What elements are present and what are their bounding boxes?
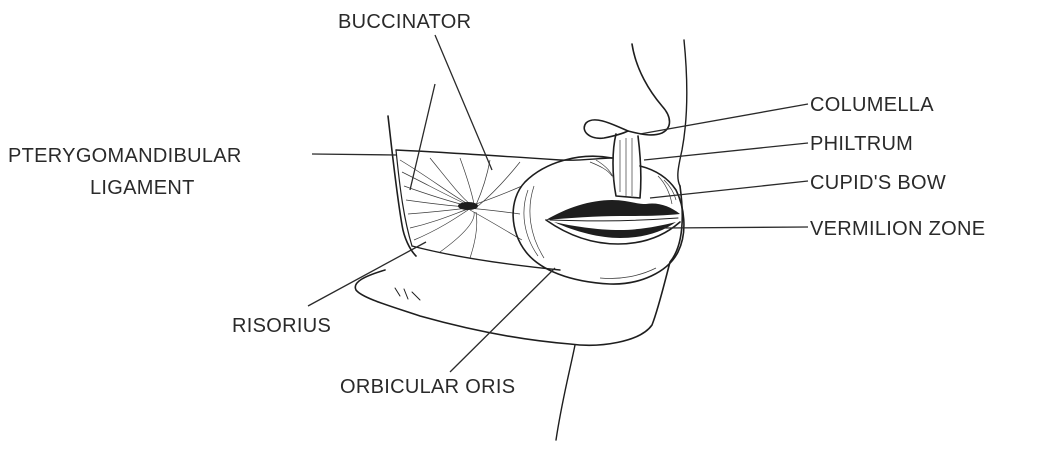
- label-ligament: LIGAMENT: [90, 177, 195, 199]
- lips: [546, 200, 680, 244]
- nose-outline: [628, 44, 670, 135]
- leader-columella: [640, 104, 808, 134]
- leader-orbicular-oris: [450, 268, 555, 372]
- label-columella: COLUMELLA: [810, 94, 934, 116]
- jaw-marks: [395, 288, 420, 300]
- orbicularis-oris: [513, 156, 684, 284]
- label-orbicular-oris: ORBICULAR ORIS: [340, 376, 515, 398]
- pterygomandibular-ligament-outline: [388, 116, 416, 256]
- label-philtrum: PHILTRUM: [810, 133, 913, 155]
- modiolus: [458, 202, 478, 210]
- label-risorius: RISORIUS: [232, 315, 331, 337]
- cheek-contour: [678, 40, 687, 186]
- leader-buccinator-1: [435, 35, 492, 170]
- upper-lip: [546, 200, 680, 220]
- label-buccinator: BUCCINATOR: [338, 11, 471, 33]
- leader-lines: [308, 35, 808, 372]
- labels: BUCCINATOR PTERYGOMANDIBULAR LIGAMENT RI…: [8, 11, 985, 398]
- leader-pterygomandibular: [312, 154, 396, 155]
- columella-structure: [613, 134, 641, 198]
- leader-risorius: [308, 242, 426, 306]
- label-pterygomandibular: PTERYGOMANDIBULAR: [8, 145, 242, 167]
- orbicularis-outer-ring: [513, 156, 684, 284]
- nostril-outline: [584, 120, 628, 138]
- leader-cupids-bow: [650, 181, 808, 198]
- label-cupids-bow: CUPID'S BOW: [810, 172, 946, 194]
- label-vermilion-zone: VERMILION ZONE: [810, 218, 985, 240]
- leader-philtrum: [644, 143, 808, 160]
- leader-vermilion-zone: [664, 227, 808, 228]
- neck-line: [556, 345, 575, 440]
